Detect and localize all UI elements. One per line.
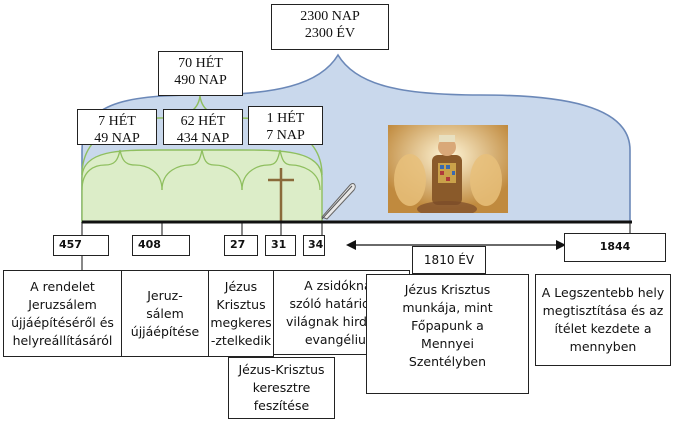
year-31: 31 (265, 235, 296, 256)
period-1-week-box: 1 HÉT 7 NAP (248, 106, 323, 145)
desc-457-decree: A rendelet Jeruzsálem újjáépítéséről és … (3, 270, 122, 357)
year-408: 408 (132, 235, 190, 256)
period-70-weeks: 70 HÉT (178, 56, 223, 71)
period-7-days: 7 NAP (266, 128, 305, 143)
period-434-days: 434 NAP (176, 131, 230, 145)
period-2300-years: 2300 ÉV (304, 26, 356, 41)
desc-408-rebuild: Jeruz- sálem újjáépítése (121, 270, 209, 357)
period-2300-box: 2300 NAP 2300 ÉV (271, 4, 389, 50)
double-arrow (346, 240, 566, 250)
bracket-1-week (241, 149, 321, 191)
period-7-weeks: 7 HÉT (98, 114, 136, 129)
period-490-days: 490 NAP (174, 73, 227, 88)
year-457: 457 (53, 235, 109, 256)
period-62-weeks: 62 HÉT (180, 114, 226, 129)
green-70-weeks (81, 149, 323, 223)
period-49-days: 49 NAP (94, 131, 140, 145)
period-7-weeks-box: 7 HÉT 49 NAP (77, 109, 157, 145)
cross-icon (268, 168, 294, 222)
high-priest-painting (388, 125, 508, 213)
desc-1810-high-priest: Jézus Krisztus munkája, mint Főpapunk a … (366, 274, 529, 394)
period-70-weeks-box: 70 HÉT 490 NAP (158, 51, 243, 96)
period-62-weeks-box: 62 HÉT 434 NAP (163, 109, 243, 145)
desc-1844-judgment: A Legszentebb hely megtisztítása és az í… (535, 274, 671, 366)
desc-27-baptism: Jézus Krisztus megkeres -ztelkedik (208, 270, 274, 357)
year-34: 34 (303, 235, 325, 256)
span-1810-years: 1810 ÉV (412, 246, 486, 274)
bracket-7-weeks (81, 149, 163, 191)
desc-31-crucifixion: Jézus-Krisztus keresztre feszítése (228, 357, 335, 419)
year-1844: 1844 (564, 233, 666, 262)
year-27: 27 (224, 235, 258, 256)
period-1-week: 1 HÉT (266, 111, 305, 126)
period-2300-days: 2300 NAP (300, 9, 360, 24)
bracket-62-weeks (161, 149, 243, 191)
feather-icon (321, 183, 356, 220)
